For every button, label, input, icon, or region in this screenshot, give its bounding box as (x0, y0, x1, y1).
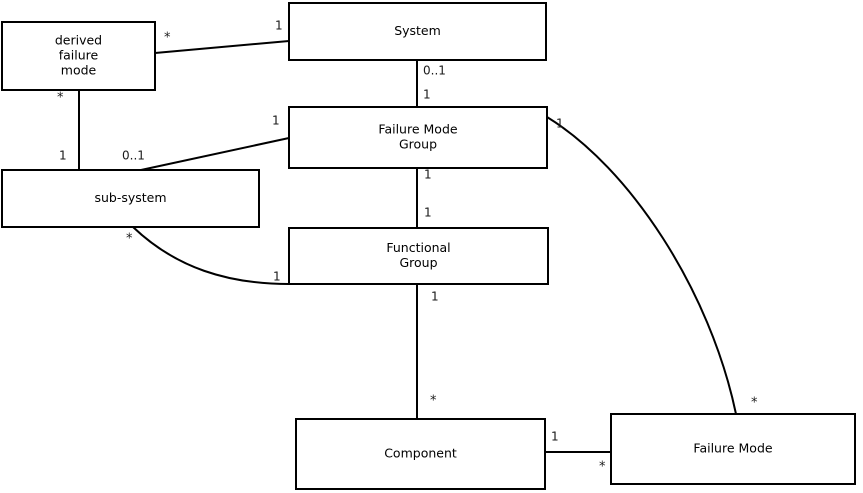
multiplicity-label: * (751, 396, 758, 411)
multiplicity-label: 0..1 (122, 149, 145, 163)
class-box-failure-mode[interactable]: Failure Mode (610, 413, 856, 485)
class-name-label: System (394, 23, 441, 38)
multiplicity-label: 0..1 (423, 64, 446, 78)
class-box-frame (288, 2, 547, 61)
multiplicity-label: * (430, 394, 437, 409)
class-name-label: sub-system (94, 190, 166, 205)
class-box-component[interactable]: Component (295, 418, 546, 490)
multiplicity-label: * (164, 31, 171, 46)
class-name-label: Functional (386, 240, 450, 255)
class-name-label: Failure Mode (693, 441, 772, 456)
class-box-frame (288, 106, 548, 169)
multiplicities-layer: * 1 0..1 1 0..1 1 * 1 1 1 * 1 1 * 1 * 1 * (57, 19, 758, 475)
multiplicity-label: * (57, 91, 64, 106)
class-name-label: Component (384, 446, 457, 461)
class-name-label: Group (399, 255, 437, 270)
class-box-frame (1, 169, 260, 228)
multiplicity-label: 1 (556, 117, 564, 131)
multiplicity-label: 1 (59, 149, 67, 163)
multiplicity-label: 1 (431, 290, 439, 304)
class-box-frame (1, 21, 156, 91)
multiplicity-label: 1 (424, 168, 432, 182)
association-line (546, 116, 737, 415)
multiplicity-label: 1 (423, 88, 431, 102)
class-name-label: derived (55, 33, 102, 48)
class-box-sub-system[interactable]: sub-system (1, 169, 260, 228)
class-name-label: Group (399, 137, 437, 152)
association-line (140, 137, 290, 171)
class-box-frame (288, 227, 549, 285)
class-name-label: mode (61, 63, 97, 78)
multiplicity-label: 1 (424, 206, 432, 220)
association-line (132, 226, 290, 285)
associations-layer (78, 40, 737, 453)
multiplicity-label: * (126, 232, 133, 247)
association-line (154, 40, 290, 54)
class-box-frame (610, 413, 856, 485)
class-box-system[interactable]: System (288, 2, 547, 61)
class-name-label: Failure Mode (378, 122, 457, 137)
multiplicity-label: 1 (275, 19, 283, 33)
multiplicity-label: * (599, 460, 606, 475)
multiplicity-label: 1 (272, 114, 280, 128)
class-box-frame (295, 418, 546, 490)
multiplicity-label: 1 (273, 270, 281, 284)
multiplicity-label: 1 (551, 430, 559, 444)
class-name-label: failure (59, 48, 99, 63)
